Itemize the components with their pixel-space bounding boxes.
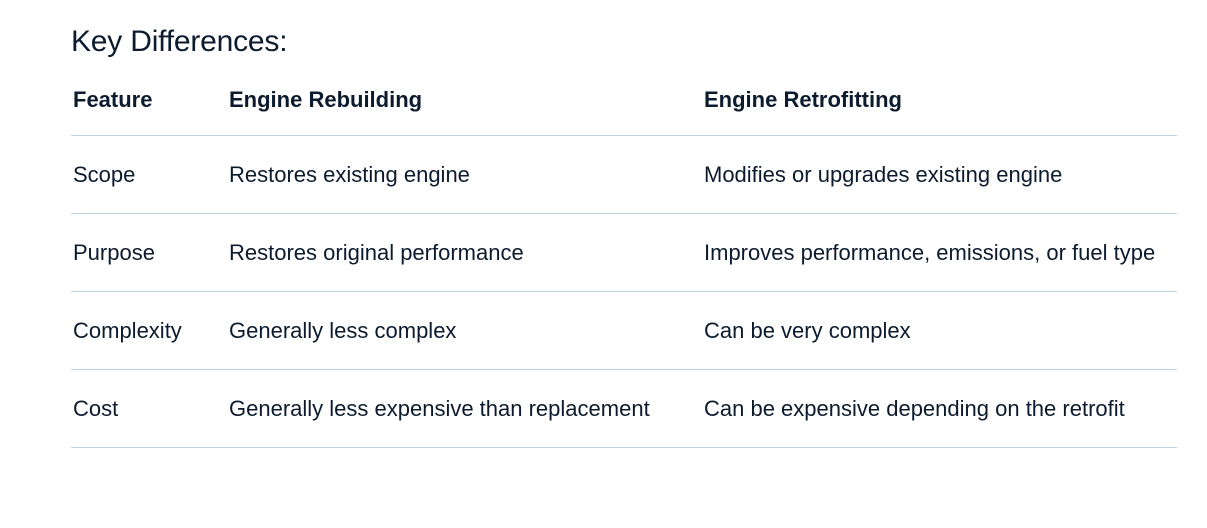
cell-rebuilding: Restores existing engine bbox=[229, 162, 470, 187]
table-header: Feature Engine Rebuilding Engine Retrofi… bbox=[71, 82, 1177, 136]
header-engine-retrofitting: Engine Retrofitting bbox=[704, 87, 902, 112]
comparison-table: Feature Engine Rebuilding Engine Retrofi… bbox=[71, 82, 1177, 448]
cell-feature: Complexity bbox=[73, 318, 182, 343]
table-row: Cost Generally less expensive than repla… bbox=[71, 369, 1177, 448]
table-body: Scope Restores existing engine Modifies … bbox=[71, 135, 1177, 448]
cell-feature: Cost bbox=[73, 396, 119, 421]
cell-retrofitting: Modifies or upgrades existing engine bbox=[704, 162, 1063, 187]
cell-retrofitting: Improves performance, emissions, or fuel… bbox=[704, 240, 1156, 265]
cell-retrofitting: Can be expensive depending on the retrof… bbox=[704, 396, 1125, 421]
cell-rebuilding: Generally less expensive than replacemen… bbox=[229, 396, 650, 421]
cell-retrofitting: Can be very complex bbox=[704, 318, 911, 343]
cell-rebuilding: Restores original performance bbox=[229, 240, 524, 265]
table-row: Scope Restores existing engine Modifies … bbox=[71, 135, 1177, 214]
cell-feature: Purpose bbox=[73, 240, 155, 265]
cell-rebuilding: Generally less complex bbox=[229, 318, 457, 343]
header-feature: Feature bbox=[73, 87, 153, 112]
header-engine-rebuilding: Engine Rebuilding bbox=[229, 87, 423, 112]
header-row: Feature Engine Rebuilding Engine Retrofi… bbox=[71, 82, 1177, 136]
table-row: Purpose Restores original performance Im… bbox=[71, 213, 1177, 292]
section-heading: Key Differences: bbox=[71, 25, 288, 58]
table-row: Complexity Generally less complex Can be… bbox=[71, 291, 1177, 370]
cell-feature: Scope bbox=[73, 162, 136, 187]
article-content: Key Differences: Feature Engine Rebuildi… bbox=[71, 0, 1177, 448]
